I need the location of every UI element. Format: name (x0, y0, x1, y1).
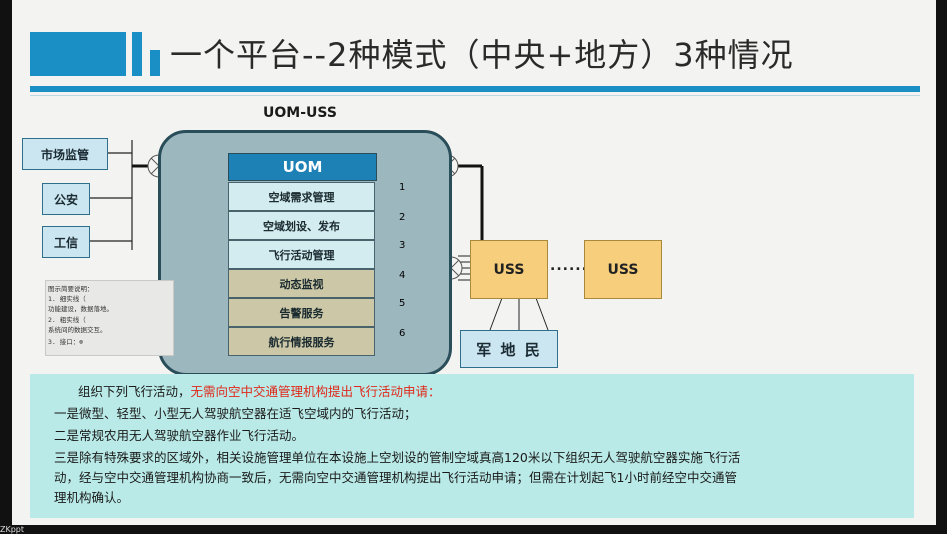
rules-intro-highlight: 无需向空中交通管理机构提出飞行活动申请： (190, 384, 441, 399)
header-decor-bar-small (150, 50, 160, 76)
slide-title: 一个平台--2种模式（中央+地方）3种情况 (170, 36, 794, 74)
service-airspace-designation: 空域划设、发布 (228, 211, 375, 240)
corner-watermark: ZKppt (0, 525, 25, 534)
arrow-number-4: 4 (399, 270, 406, 281)
rules-line-4: 三是除有特殊要求的区域外，相关设施管理单位在本设施上空划设的管制空域真高120米… (54, 450, 741, 465)
industry-info-box: 工信 (42, 226, 90, 258)
uom-uss-label: UOM-USS (263, 105, 337, 121)
legend-line-5: 系统间的数据交互。 (48, 326, 107, 334)
header-decor-block (30, 32, 126, 76)
public-security-box: 公安 (42, 183, 90, 215)
legend-line-1: 图示简要说明： (48, 285, 94, 293)
rules-line-3: 二是常规农用无人驾驶航空器作业飞行活动。 (54, 428, 305, 443)
title-rule-thin (30, 95, 920, 96)
arrow-number-5: 5 (399, 298, 406, 309)
uss-box-right: USS (584, 240, 662, 299)
legend-line-2: 1. 细实线（ (48, 295, 86, 303)
legend-line-6: 3. 接口：⊗ (48, 338, 84, 346)
service-alert: 告警服务 (228, 298, 375, 327)
service-flight-activity: 飞行活动管理 (228, 240, 375, 269)
service-dynamic-monitoring: 动态监视 (228, 269, 375, 298)
service-aeronautical-info: 航行情报服务 (228, 327, 375, 356)
slide: 一个平台--2种模式（中央+地方）3种情况 (12, 0, 936, 525)
arrow-number-1: 1 (399, 182, 406, 193)
rules-intro: 组织下列飞行活动， (78, 384, 191, 399)
uss-box-left: USS (470, 240, 548, 299)
legend-line-3: 功能建设，数据落地。 (48, 305, 113, 313)
title-rule (30, 86, 920, 92)
uss-ellipsis: ...... (550, 258, 588, 274)
arrow-number-6: 6 (399, 328, 406, 339)
rules-line-5: 动，经与空中交通管理机构协商一致后，无需向空中交通管理机构提出飞行活动申请；但需… (54, 470, 737, 485)
rules-text-panel: 组织下列飞行活动，无需向空中交通管理机构提出飞行活动申请： 一是微型、轻型、小型… (30, 374, 914, 518)
legend-note (45, 280, 174, 356)
rules-line-2: 一是微型、轻型、小型无人驾驶航空器在适飞空域内的飞行活动； (54, 406, 417, 421)
service-airspace-demand: 空域需求管理 (228, 182, 375, 211)
market-regulation-box: 市场监管 (22, 138, 108, 170)
header-decor-bar (132, 32, 142, 76)
arrow-number-3: 3 (399, 240, 406, 251)
legend-line-4: 2. 粗实线（ (48, 316, 86, 324)
military-local-civil-box: 军 地 民 (460, 330, 558, 368)
rules-line-6: 理机构确认。 (54, 490, 130, 505)
arrow-number-2: 2 (399, 212, 406, 223)
rules-line-1: 组织下列飞行活动，无需向空中交通管理机构提出飞行活动申请： (78, 381, 441, 400)
uom-header: UOM (228, 153, 377, 181)
